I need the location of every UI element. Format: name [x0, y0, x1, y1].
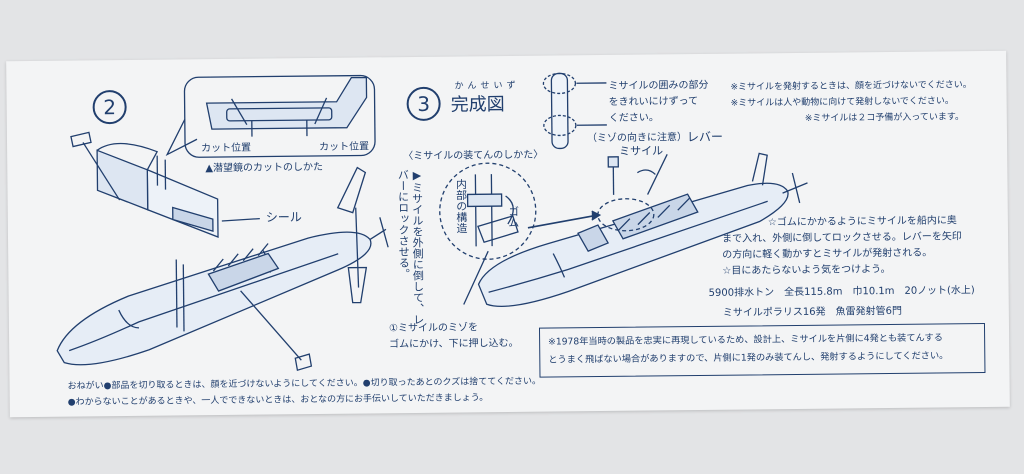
step1-line2: ゴムにかけ、下に押し込む。 — [389, 337, 519, 351]
inner-structure-label: 内部の構造 — [454, 178, 468, 234]
cut-label-left: カット位置 — [201, 142, 252, 155]
rubber-label: ゴム — [506, 205, 520, 229]
instruction-line4: ☆目にあたらないよう気をつけよう。 — [722, 263, 891, 277]
instruction-line1: ☆ゴムにかかるようにミサイルを船内に奥 — [767, 215, 957, 229]
submarine-completed-drawing — [477, 152, 808, 307]
instruction-line2: まで入れ、外側に倒してロックさせる。レバーを矢印 — [722, 231, 962, 245]
periscope-caption: ▲潜望鏡のカットのしかた — [205, 161, 324, 175]
inner-structure-detail — [439, 162, 537, 305]
missile-label: ミサイル — [619, 144, 664, 158]
submarine-step2-drawing — [56, 131, 389, 372]
periscope-detail-icon — [205, 76, 368, 137]
warning-line1: ※ミサイルを発射するときは、顔を近づけないでください。 — [730, 80, 972, 93]
spec-line1: 5900排水トン 全長115.8m 巾10.1m 20ノット(水上) — [708, 285, 975, 299]
cut-label-right: カット位置 — [319, 141, 370, 153]
missile-box-line3: ください。 — [608, 112, 659, 124]
note-line2: とうまく飛ばない場合がありますので、片側に1発のみ装てんし、発射するようにしてく… — [548, 350, 949, 366]
design-note-box: ※1978年当時の製品を忠実に再現しているため、設計上、ミサイルを片側に4発とも… — [538, 323, 986, 378]
missile-detail-icon — [542, 72, 607, 150]
step3-number: 3 — [406, 86, 441, 122]
loading-heading: 〈ミサイルの装てんのしかた〉 — [403, 149, 544, 163]
spec-line2: ミサイルポラリス16発 魚雷発射管6門 — [722, 305, 902, 319]
line-art — [56, 72, 808, 372]
missile-box-line2: をきれいにけずって — [608, 96, 699, 108]
periscope-detail-box — [183, 74, 376, 158]
lever-label: レバー — [686, 129, 724, 145]
warning-line2: ※ミサイルは人や動物に向けて発射しないでください。 — [730, 96, 954, 109]
vertical-instruction: ▶ミサイルを外側に倒して、レバーにロックさせる。 — [396, 168, 425, 326]
step3-title: 完成図 — [450, 94, 505, 116]
step2-number: 2 — [92, 89, 127, 125]
callout-pointer — [165, 119, 198, 157]
instruction-sheet: 2 カット位置 カット位置 ▲潜望鏡のカットのしかた シール 3 かんせいず 完… — [6, 50, 1010, 418]
instruction-line3: の方向に軽く動かすとミサイルが発射される。 — [722, 247, 933, 261]
step1-line1: ①ミサイルのミゾを — [388, 322, 479, 335]
seal-label: シール — [265, 210, 302, 225]
warning-line3: ※ミサイルは２コ予備が入っています。 — [804, 112, 965, 124]
missile-box-line1: ミサイルの囲みの部分 — [608, 79, 709, 92]
